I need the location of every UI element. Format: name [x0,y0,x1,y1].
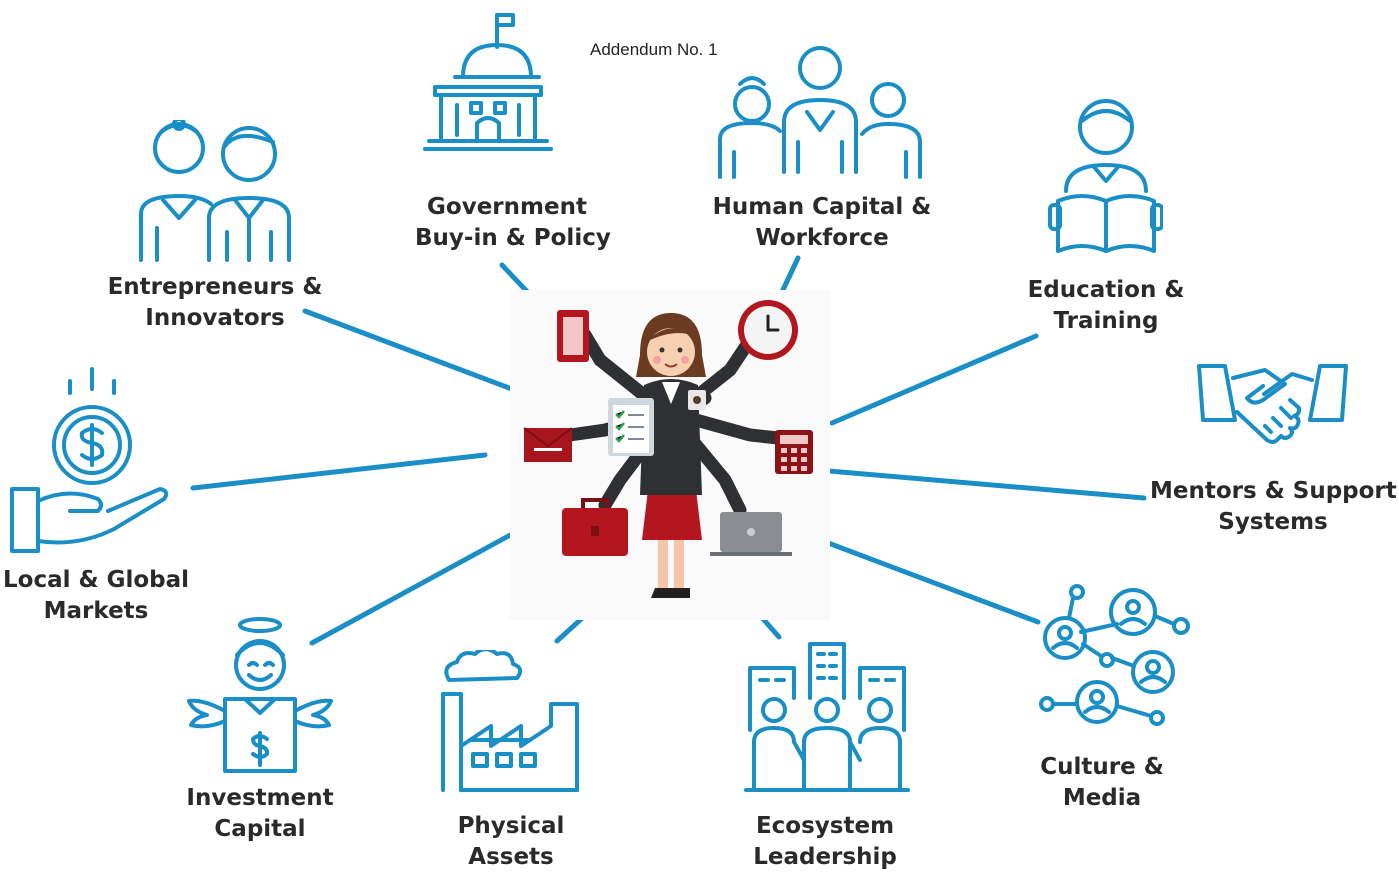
connector-investment [309,518,539,646]
education-line2: Training [1053,308,1159,334]
government-line2: Buy-in & Policy [415,225,611,251]
connector-markets [190,452,488,491]
entrepreneurs-line1: Entrepreneurs & [107,274,323,300]
reading-student-icon [1048,99,1163,253]
investment-line2: Capital [214,816,306,842]
node-entrepreneurs-label: Entrepreneurs & Innovators [104,272,326,334]
human-capital-line1: Human Capital & [712,194,932,220]
node-physical-label: Physical Assets [446,811,576,873]
ecosystem-line2: Leadership [753,844,897,870]
city-people-icon [744,642,910,792]
node-government-label: Government Buy-in & Policy [415,192,611,254]
entrepreneurs-line2: Innovators [145,305,285,331]
connector-culture [804,532,1041,625]
factory-icon [441,650,579,792]
markets-line1: Local & Global [3,567,189,593]
node-markets-label: Local & Global Markets [2,565,190,627]
physical-line2: Assets [468,844,554,870]
social-network-icon [1039,584,1190,726]
mentors-line2: Systems [1218,509,1328,535]
human-capital-line2: Workforce [755,225,889,251]
connector-mentors [826,468,1147,501]
node-mentors-label: Mentors & Support Systems [1150,476,1397,538]
node-culture-label: Culture & Media [1040,752,1164,814]
connector-education [829,333,1039,426]
markets-line2: Markets [43,598,149,624]
two-people-icon [139,120,291,262]
connector-entrepreneurs [302,308,528,397]
workforce-people-icon [718,46,922,179]
node-education-label: Education & Training [1020,275,1192,337]
investment-line1: Investment [186,785,334,811]
ecosystem-line1: Ecosystem [755,813,895,839]
addendum-header: Addendum No. 1 [590,40,718,59]
physical-line1: Physical [457,813,565,839]
education-line1: Education & [1027,277,1185,303]
node-ecosystem-label: Ecosystem Leadership [747,811,903,873]
capitol-building-icon [423,13,553,151]
businesswoman-illustration [510,290,830,620]
connector-human-capital [779,255,801,295]
handshake-icon [1197,364,1348,444]
node-human-capital-label: Human Capital & Workforce [712,192,932,254]
mentors-line1: Mentors & Support [1150,478,1397,504]
culture-line2: Media [1062,785,1142,811]
government-line1: Government [427,194,587,220]
angel-investor-icon [187,617,333,773]
culture-line1: Culture & [1040,754,1164,780]
node-investment-label: Investment Capital [180,783,340,845]
hand-coin-icon [10,367,169,553]
